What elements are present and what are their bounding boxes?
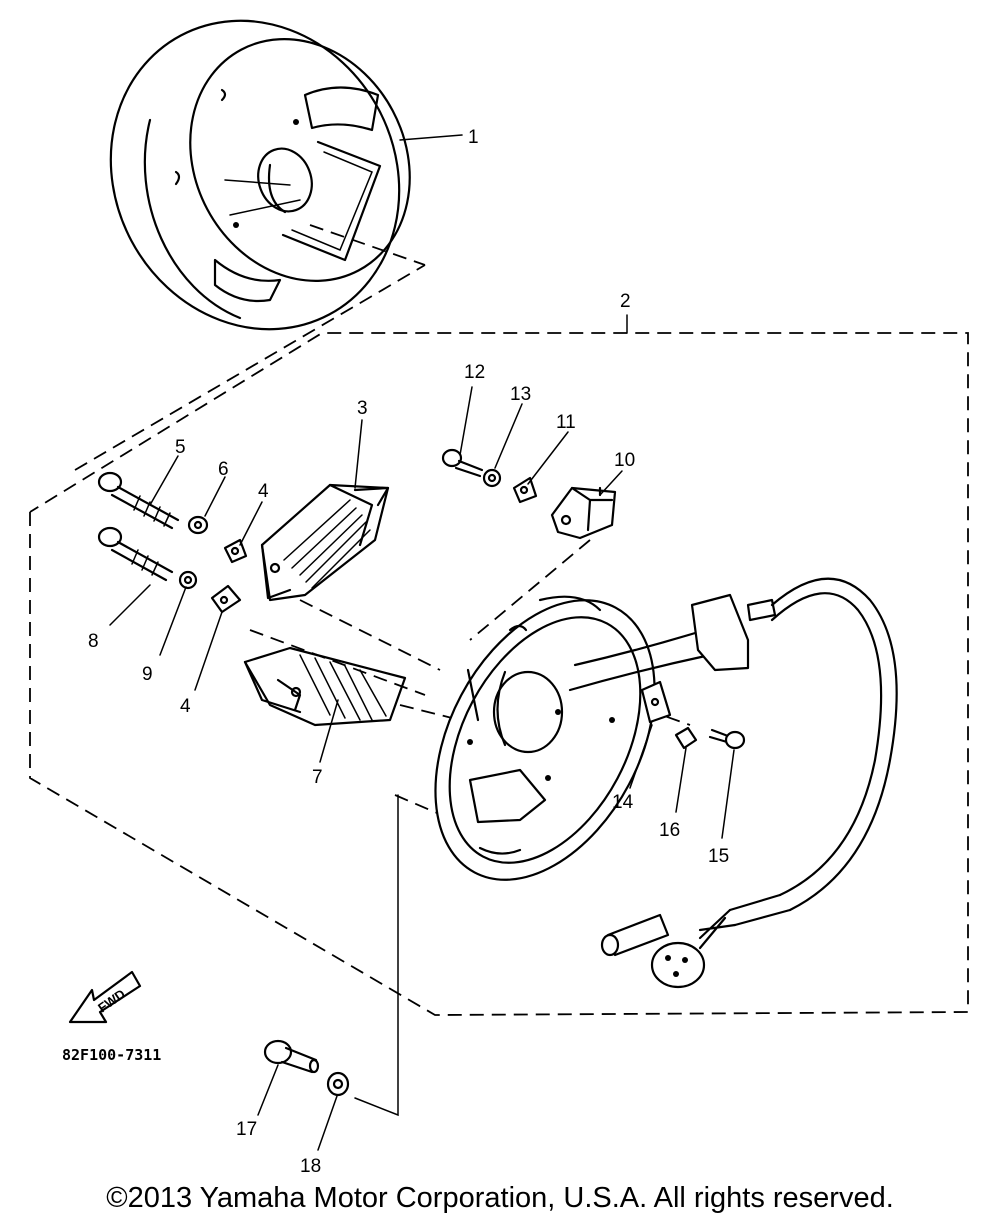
part-label-8: 8	[88, 631, 99, 652]
part-label-5: 5	[175, 437, 186, 458]
screw-12	[441, 448, 484, 478]
screw-5	[97, 471, 180, 530]
bolt-17	[263, 1039, 320, 1074]
guide-line	[249, 629, 426, 696]
washer-13	[482, 468, 502, 488]
part-label-10: 10	[614, 450, 635, 471]
part-label-7: 7	[312, 767, 323, 788]
washer-6	[187, 515, 209, 535]
part-label-4-upper: 4	[258, 481, 269, 502]
part-label-6: 6	[218, 459, 229, 480]
flywheel-lead-line-2	[309, 224, 426, 266]
leader-lines	[109, 386, 735, 1151]
flywheel-lead-line	[74, 264, 426, 471]
clamp-14	[640, 680, 672, 724]
guide-line	[299, 599, 441, 671]
washer-18	[326, 1071, 350, 1097]
pulser-coil-10	[550, 486, 617, 540]
part-label-12: 12	[464, 362, 485, 383]
part-label-4-lower: 4	[180, 696, 191, 717]
screw-8	[97, 526, 174, 582]
copyright-notice: ©2013 Yamaha Motor Corporation, U.S.A. A…	[106, 1182, 894, 1214]
lead-17-18	[354, 794, 399, 1117]
clamp-4-lower	[210, 584, 242, 614]
part-label-15: 15	[708, 846, 729, 867]
lead-wire	[568, 577, 898, 989]
screw-15	[708, 728, 746, 750]
part-label-14: 14	[612, 792, 634, 813]
clamp-11	[512, 476, 538, 504]
part-label-18: 18	[300, 1156, 321, 1177]
part-label-16: 16	[659, 820, 680, 841]
part-label-17: 17	[236, 1119, 257, 1140]
stator-assembly-boundary	[29, 332, 969, 1016]
clamp-4-upper	[223, 538, 248, 564]
part-label-11: 11	[556, 412, 576, 433]
part-label-2: 2	[620, 291, 631, 312]
part-label-13: 13	[510, 384, 531, 405]
fwd-arrow-icon: FWD	[68, 970, 142, 1024]
charge-coil	[260, 483, 390, 602]
washer-9	[178, 570, 198, 590]
part-label-1: 1	[468, 127, 479, 148]
part-label-9: 9	[142, 664, 153, 685]
diagram-code: 82F100-7311	[62, 1046, 161, 1064]
guide-line	[469, 539, 591, 641]
flywheel-rotor	[109, 19, 463, 331]
lighting-coil	[243, 646, 407, 727]
nut-16	[674, 726, 698, 750]
stator-base-plate	[434, 595, 656, 881]
part-label-3: 3	[357, 398, 368, 419]
